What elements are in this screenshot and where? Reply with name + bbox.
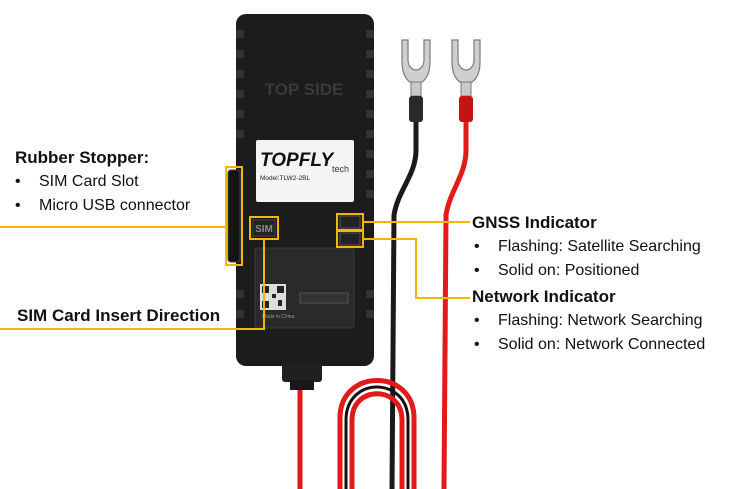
model-text: Model:TLW2-2BL: [260, 175, 310, 182]
callout-lines: [0, 166, 470, 330]
bullet: •: [15, 197, 21, 214]
top-side-label: TOP SIDE: [265, 80, 344, 99]
item-text: Solid on: Positioned: [498, 262, 640, 279]
brand-logo-text: TOPFLY: [260, 150, 336, 171]
network-callout: Network Indicator • Flashing: Network Sea…: [472, 287, 705, 357]
bullet: •: [474, 262, 480, 279]
item-text: Solid on: Network Connected: [498, 336, 706, 353]
tracker-body: [227, 14, 374, 390]
bullet: •: [474, 312, 480, 329]
gnss-item: • Solid on: Positioned: [474, 259, 701, 283]
gnss-title: GNSS Indicator: [472, 213, 597, 232]
network-item: • Solid on: Network Connected: [474, 333, 705, 357]
item-text: Flashing: Satellite Searching: [498, 238, 701, 255]
brand-suffix-text: tech: [332, 164, 349, 174]
sim-direction-callout: SIM Card Insert Direction: [17, 306, 220, 326]
item-text: Micro USB connector: [39, 197, 191, 214]
sim-direction-title: SIM Card Insert Direction: [17, 306, 221, 325]
bullet: •: [474, 238, 480, 255]
qr-caption: Made in China: [262, 314, 294, 320]
item-text: SIM Card Slot: [39, 173, 139, 190]
fork-terminal-red: [451, 39, 481, 122]
fork-terminal-black: [401, 39, 431, 122]
gnss-item: • Flashing: Satellite Searching: [474, 235, 701, 259]
rubber-stopper-item: • SIM Card Slot: [15, 170, 190, 194]
network-title: Network Indicator: [472, 287, 616, 306]
sim-port-label: SIM: [255, 224, 273, 235]
rubber-stopper-callout: Rubber Stopper: • SIM Card Slot • Micro US…: [15, 148, 190, 218]
bullet: •: [15, 173, 21, 190]
rubber-stopper-title: Rubber Stopper:: [15, 148, 150, 167]
item-text: Flashing: Network Searching: [498, 312, 703, 329]
gnss-callout: GNSS Indicator • Flashing: Satellite Sear…: [472, 213, 701, 283]
rubber-stopper-item: • Micro USB connector: [15, 194, 190, 218]
bullet: •: [474, 336, 480, 353]
network-item: • Flashing: Network Searching: [474, 309, 705, 333]
